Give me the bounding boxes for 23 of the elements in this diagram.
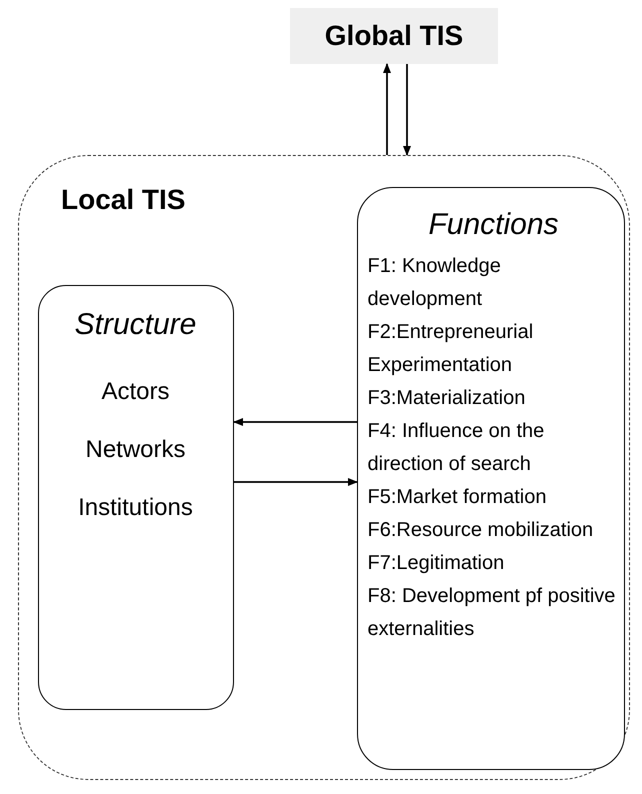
functions-box (356, 186, 624, 770)
system-label-box (290, 8, 498, 64)
structure-item: Actors (101, 378, 170, 406)
heading: Global TIS (324, 20, 464, 52)
structure-box (38, 284, 234, 710)
arrow (403, 64, 411, 156)
structure-item: Networks (85, 436, 186, 464)
function-item: F2:Entrepreneurial Experimentation (368, 320, 534, 378)
function-item: F1: Knowledge development (368, 254, 502, 312)
function-item: F8: Development pf positive externalities (368, 584, 616, 642)
arrow (383, 63, 391, 155)
arrow (234, 478, 358, 486)
dashed-boundary (18, 155, 630, 780)
structure-item: Institutions (78, 494, 193, 522)
function-item: F7:Legitimation (368, 550, 506, 576)
arrow (233, 418, 357, 426)
function-item: F5:Market formation (368, 484, 548, 510)
box-title: Structure (74, 308, 196, 342)
function-item: F3:Materialization (368, 386, 526, 410)
box-title: Functions (427, 208, 560, 242)
function-item: F6:Resource mobilization (368, 518, 594, 542)
heading: Local TIS (61, 184, 186, 216)
function-item: F4: Influence on the direction of search (368, 418, 546, 476)
